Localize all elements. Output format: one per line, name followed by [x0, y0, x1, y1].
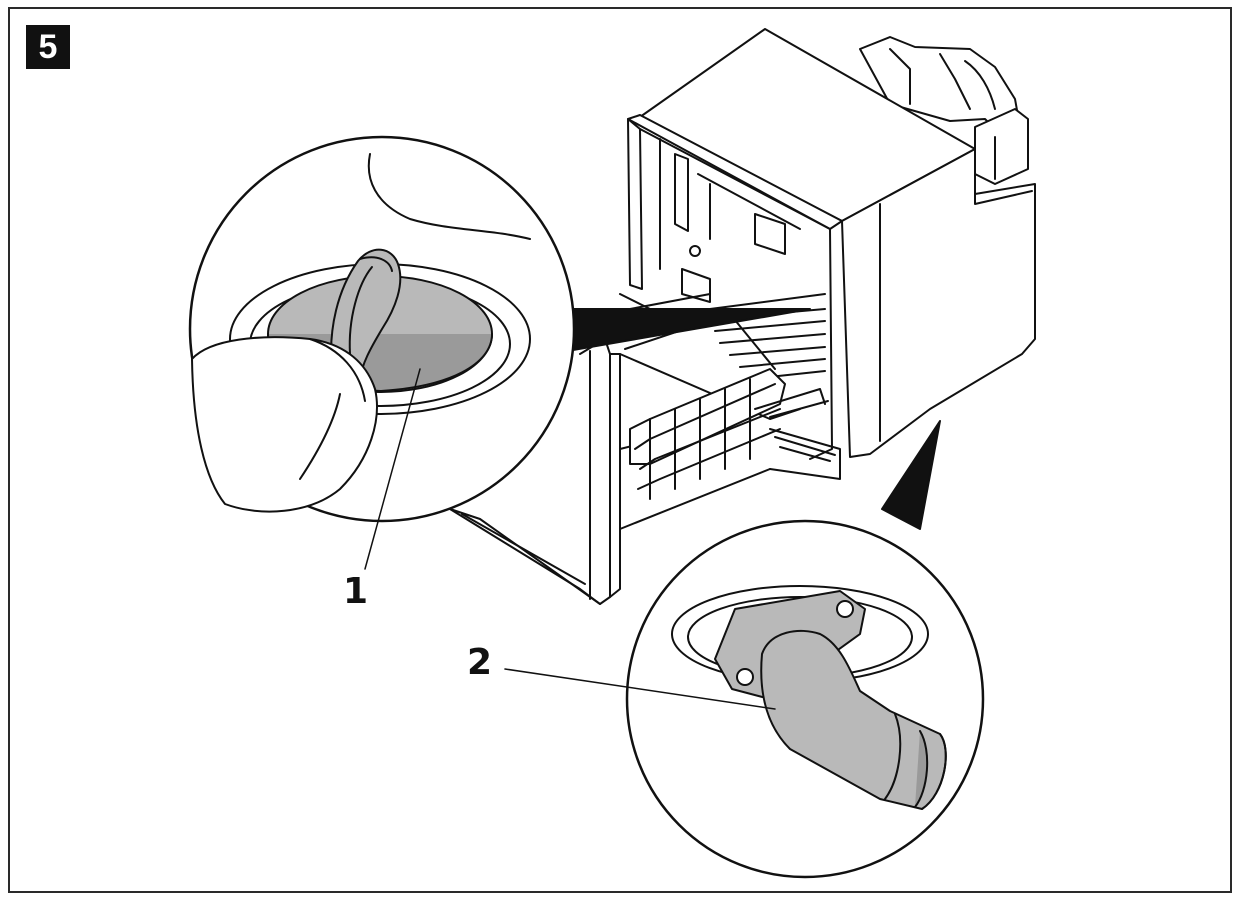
- refrigerator-drawing: [188, 28, 1036, 879]
- zoom-beam-bottom: [881, 420, 941, 530]
- callout-label-1: 1: [343, 571, 369, 612]
- callout-label-2: 2: [467, 642, 493, 683]
- callout-leader-1: [364, 368, 421, 570]
- step-number-badge: 5: [26, 25, 70, 69]
- compressor-unit: [859, 36, 1029, 185]
- drawer: [449, 293, 829, 605]
- figure-frame: 5 1 2: [8, 7, 1232, 893]
- callout-leader-2: [504, 668, 776, 710]
- zoom-beam-top: [549, 308, 811, 355]
- detail-circle-drain-plug: [188, 135, 576, 570]
- cabinet-body: [627, 28, 1036, 480]
- detail-circle-drain-outlet: [504, 519, 985, 879]
